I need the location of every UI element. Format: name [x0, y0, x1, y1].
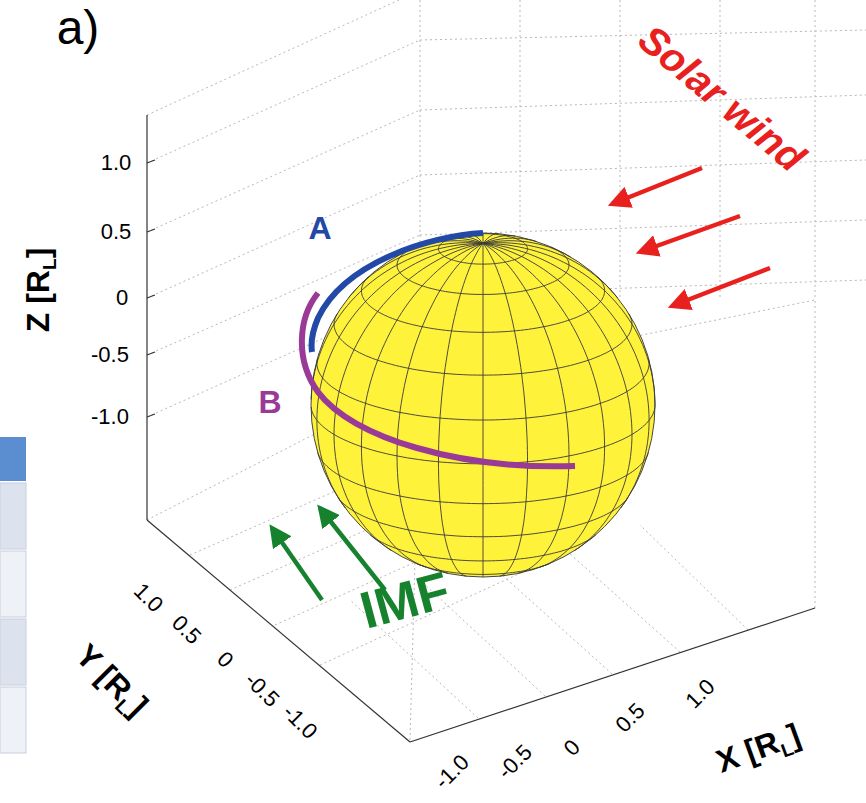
tick-label: -0.5 — [492, 739, 536, 783]
tick-label: 0.5 — [101, 219, 132, 244]
tick-label-group: 1.0 — [681, 675, 718, 712]
axis-title-group: Y [RL] — [70, 638, 153, 721]
tick-label: 1.0 — [680, 674, 719, 713]
tick-label-group: -0.5 — [91, 344, 129, 366]
tick-label: 1.0 — [101, 150, 132, 175]
tick-label: -0.5 — [91, 342, 129, 367]
tick-label: 0 — [116, 285, 128, 310]
tick-label-group: 0 — [560, 736, 584, 760]
tick-label: -1.0 — [278, 699, 322, 743]
tick-label: 0 — [558, 734, 584, 760]
tick-label-group: -0.5 — [241, 669, 283, 711]
panel-letter-group: a) — [57, 4, 100, 52]
tick-label: 1.0 — [129, 578, 168, 617]
axis-title: ] — [20, 248, 56, 259]
axis-title-group: X [RL] — [712, 718, 804, 778]
tick-label-group: -1.0 — [91, 406, 129, 428]
axis-subscript: L — [39, 258, 60, 270]
tick-label-group: 1.0 — [101, 152, 132, 174]
tick-label-group: 0.5 — [101, 221, 132, 243]
tick-label-group: 1.0 — [129, 579, 166, 616]
axis-title: Y [R — [69, 637, 139, 707]
tick-label: -0.5 — [240, 667, 284, 711]
tick-label: 0 — [212, 646, 238, 672]
tick-label-group: 0 — [213, 648, 237, 672]
tick-label-group: -1.0 — [431, 751, 473, 793]
tick-label-group: -0.5 — [494, 741, 536, 783]
tick-label-group: 0 — [116, 287, 128, 309]
tick-label-group: 0.5 — [611, 699, 648, 736]
sphere — [311, 233, 655, 577]
trajectory-label: B — [258, 384, 281, 420]
tick-label: 0.5 — [610, 698, 649, 737]
panel-letter: a) — [57, 1, 100, 54]
trajectory-label-group: A — [308, 212, 331, 244]
axis-title: X [R — [711, 724, 783, 780]
table-fragment — [0, 437, 26, 753]
tick-label-group: 0.5 — [167, 611, 204, 648]
box-grid — [147, 0, 866, 740]
sphere-grid — [311, 233, 655, 577]
axis-title-group: Z [RL] — [22, 248, 54, 333]
tick-label: -1.0 — [91, 404, 129, 429]
tick-label: 0.5 — [167, 610, 206, 649]
axis-title: Z [R — [20, 270, 56, 332]
trajectory-a — [312, 233, 483, 352]
tick-label-group: -1.0 — [279, 701, 321, 743]
trajectory-label: A — [308, 210, 331, 246]
axes — [147, 115, 815, 742]
solar-wind-arrows — [612, 168, 770, 306]
trajectory-label-group: B — [258, 386, 281, 418]
tick-label: -1.0 — [429, 749, 473, 793]
trajectory-b — [302, 293, 575, 466]
